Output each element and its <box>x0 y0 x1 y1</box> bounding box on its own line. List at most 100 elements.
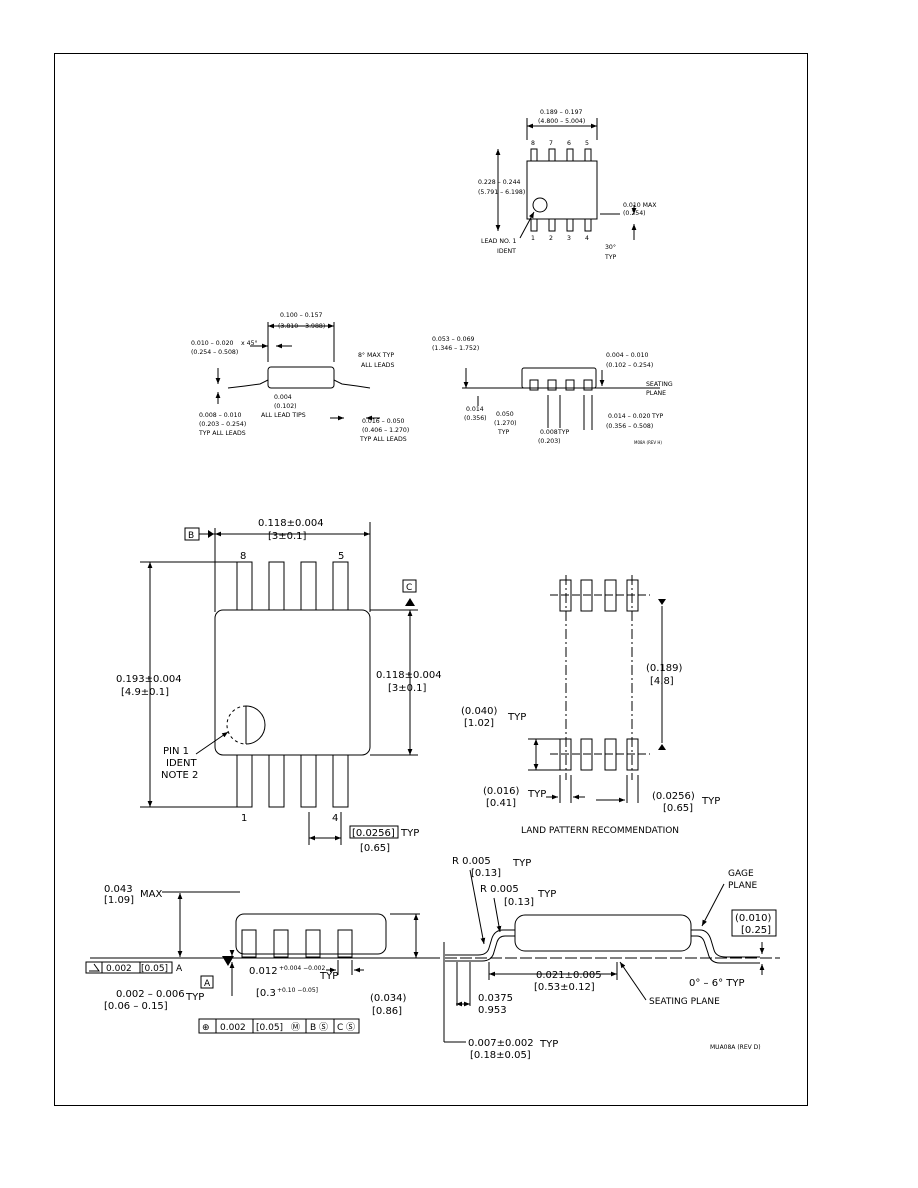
so8-lead-ident-2: IDENT <box>497 248 516 255</box>
so8-side-leads <box>529 379 593 391</box>
so8-angle-label-2: ALL LEADS <box>361 362 394 369</box>
msop-pitch-mm: [0.65] <box>360 843 390 854</box>
msop-lead-in: 0.012 <box>249 966 278 977</box>
msop-side-height-in: 0.043 <box>104 884 133 895</box>
datum-b: B <box>188 531 194 541</box>
msop-lead-typ: TYP <box>319 971 338 982</box>
detail-gage-2: PLANE <box>728 881 758 891</box>
land-pad-w-typ: TYP <box>527 789 546 800</box>
land-caption: LAND PATTERN RECOMMENDATION <box>521 826 679 836</box>
so8-width-in: 0.189 – 0.197 <box>540 109 583 116</box>
msop-pin-1: 1 <box>241 813 247 824</box>
fcf-datum-c: C <box>337 1023 343 1033</box>
msop-pin-ident-1: PIN 1 <box>163 746 189 757</box>
msop-top-view: B 0.118±0.004 [3±0.1] 8 5 1 4 0.193±0.00… <box>116 518 442 854</box>
so8-pin-8: 8 <box>531 140 535 147</box>
so8-width-mm: (4.800 – 5.004) <box>538 118 585 125</box>
so8-end-view: 0.100 – 0.157 (3.810 – 3.988) 0.010 – 0.… <box>191 312 409 443</box>
detail-body <box>514 914 692 952</box>
msop-pin-ident-3: NOTE 2 <box>161 770 198 781</box>
msop-pitch-typ: TYP <box>400 828 419 839</box>
so8-body <box>526 160 598 220</box>
so8-lead-tip-in: 0.004 <box>274 394 292 401</box>
so8-lead-ident-1: LEAD NO. 1 <box>481 238 517 245</box>
fcf-datum-b: B <box>310 1023 316 1033</box>
so8-pin-2: 2 <box>549 235 553 242</box>
so8-chamfer-mm: (0.254 – 0.508) <box>191 349 238 356</box>
so8-foot-in: 0.016 – 0.050 <box>362 418 405 425</box>
so8-side-height-in: 0.053 – 0.069 <box>432 336 475 343</box>
land-pad-len-mm: [1.02] <box>464 718 494 729</box>
so8-end-lead-left <box>227 379 269 389</box>
so8-thick-mm: (0.203 – 0.254) <box>199 421 246 428</box>
so8-lead-w-in: 0.014 – 0.020 <box>608 413 651 420</box>
detail-angle: 0° – 6° TYP <box>689 978 745 989</box>
detail-r1-mm: [0.13] <box>471 868 501 879</box>
so8-pin-7: 7 <box>549 140 553 147</box>
land-span-mm: [4.8] <box>650 676 674 687</box>
lead-detail-view: R 0.005 TYP [0.13] R 0.005 TYP [0.13] GA… <box>443 856 780 1061</box>
land-pitch-typ: TYP <box>701 796 720 807</box>
msop-top-leads <box>236 561 349 808</box>
so8-pin-4: 4 <box>585 235 589 242</box>
detail-r2-in: R 0.005 <box>480 884 519 895</box>
fcf-position <box>198 1018 360 1034</box>
detail-lead-left <box>445 929 515 956</box>
so8-top-view: 8 7 6 5 1 2 3 4 0.189 – 0.197 (4.800 – 5… <box>478 109 657 261</box>
detail-r2-typ: TYP <box>537 889 556 900</box>
msop-standoff-in: 0.002 – 0.006 <box>116 989 185 1000</box>
fcf-symbol: ⊕ <box>202 1023 210 1033</box>
detail-gage-box <box>731 909 777 937</box>
land-pad-w-mm: [0.41] <box>486 798 516 809</box>
land-pitch-mm: [0.65] <box>663 803 693 814</box>
detail-thick-mm: [0.18±0.05] <box>470 1050 531 1061</box>
msop-side-height-max: MAX <box>140 889 162 900</box>
so8-end-body-mm: (3.810 – 3.988) <box>278 323 325 330</box>
msop-side-body <box>235 913 387 955</box>
so8-angle-label: 8° MAX TYP <box>358 351 394 359</box>
so8-side-body <box>521 367 597 389</box>
coplanarity-value: 0.002 <box>106 964 132 974</box>
so8-max-mm: (0.254) <box>623 210 646 217</box>
msop-lead-mm: [0.3 <box>256 988 276 999</box>
so8-standoff-mm: (0.102 – 0.254) <box>606 362 653 369</box>
so8-end-body-in: 0.100 – 0.157 <box>280 312 323 319</box>
datum-c-box <box>402 579 417 593</box>
coplanarity-datum: A <box>176 964 183 974</box>
so8-foot-note: TYP ALL LEADS <box>359 436 407 443</box>
msop-pitch-box <box>349 825 399 839</box>
so8-angle-typ: TYP <box>604 254 617 261</box>
so8-thick-note: TYP ALL LEADS <box>198 430 246 437</box>
so8-code: M08A (REV H) <box>634 440 662 445</box>
fcf-modifier-s1: Ⓢ <box>319 1022 328 1033</box>
so8-pitch-typ: TYP <box>497 429 510 436</box>
fcf-modifier-s2: Ⓢ <box>346 1022 355 1033</box>
so8-chamfer-in: 0.010 – 0.020 <box>191 340 234 347</box>
detail-thick-in: 0.007±0.002 <box>468 1038 534 1049</box>
detail-gage-in: (0.010) <box>735 913 772 924</box>
datum-a: A <box>204 979 211 989</box>
so8-pitch-mm: (1.270) <box>494 420 517 427</box>
msop-standoff-mm: [0.06 – 0.15] <box>104 1001 168 1012</box>
so8-seating-2: PLANE <box>646 390 666 397</box>
msop-standoff-typ: TYP <box>185 992 204 1003</box>
msop-side-view: 0.043 MAX [1.09] 0.002 [0.05] A A 0.002 … <box>85 884 440 1034</box>
detail-len-in: 0.0375 <box>478 993 513 1004</box>
so8-height-mm: (5.791 – 6.198) <box>478 189 525 196</box>
land-pad-len-typ: TYP <box>507 712 526 723</box>
land-span-in: (0.189) <box>646 663 683 674</box>
msop-side-height-mm: [1.09] <box>104 895 134 906</box>
so8-max-in: 0.010 MAX <box>623 202 657 209</box>
msop-length-in: 0.193±0.004 <box>116 674 182 685</box>
detail-seating: SEATING PLANE <box>649 997 720 1007</box>
so8-height-in: 0.228 – 0.244 <box>478 179 521 186</box>
land-pitch-in: (0.0256) <box>652 791 695 802</box>
so8-foot-mm: (0.406 – 1.270) <box>362 427 409 434</box>
msop-pin-5: 5 <box>338 551 344 562</box>
so8-pin-1: 1 <box>531 235 535 242</box>
so8-thick-in: 0.008 – 0.010 <box>199 412 242 419</box>
land-pad-len-in: (0.040) <box>461 706 498 717</box>
detail-gage-1: GAGE <box>728 869 754 879</box>
fcf-modifier-m: Ⓜ <box>291 1022 300 1033</box>
detail-foot-mm: [0.53±0.12] <box>534 982 595 993</box>
